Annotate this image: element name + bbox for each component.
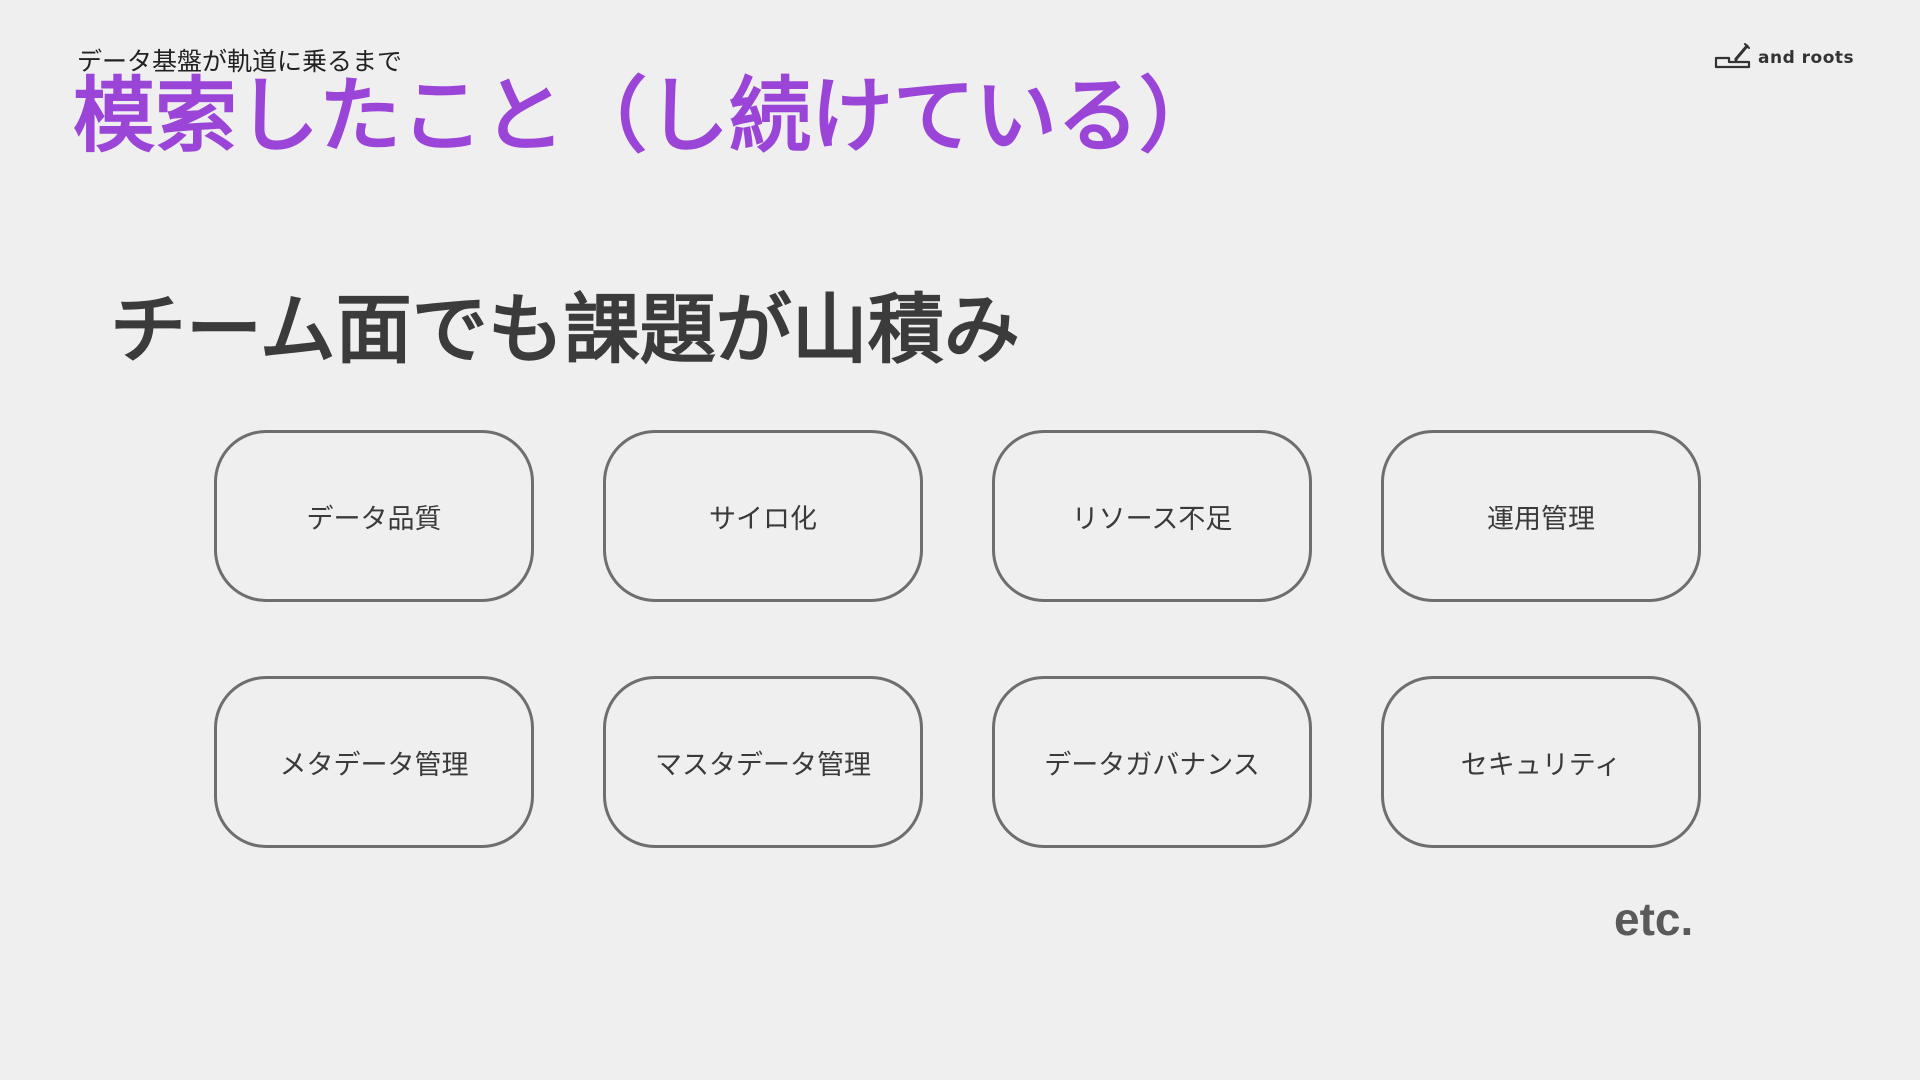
logo-text: and roots [1758, 48, 1855, 68]
breadcrumb: データ基盤が軌道に乗るまで [77, 47, 403, 76]
card-security: セキュリティ [1381, 676, 1701, 848]
page-title: 模索したこと（し続けている） [73, 69, 1222, 164]
card-label: サイロ化 [709, 503, 817, 535]
card-label: データ品質 [306, 503, 442, 535]
card-resource-shortage: リソース不足 [992, 430, 1312, 602]
card-data-quality: データ品質 [214, 430, 534, 602]
etc-label: etc. [1614, 893, 1694, 945]
card-label: 運用管理 [1487, 503, 1595, 535]
card-master-data-management: マスタデータ管理 [603, 676, 923, 848]
card-operations-management: 運用管理 [1381, 430, 1701, 602]
card-label: セキュリティ [1460, 749, 1622, 781]
section-heading: チーム面でも課題が山積み [110, 285, 1020, 374]
card-data-governance: データガバナンス [992, 676, 1312, 848]
card-label: リソース不足 [1071, 503, 1233, 535]
card-label: メタデータ管理 [279, 749, 469, 781]
card-label: マスタデータ管理 [655, 749, 871, 781]
card-label: データガバナンス [1044, 749, 1260, 781]
pen-on-tray-icon [1714, 42, 1752, 74]
card-metadata-management: メタデータ管理 [214, 676, 534, 848]
logo: and roots [1714, 42, 1854, 74]
card-silo: サイロ化 [603, 430, 923, 602]
